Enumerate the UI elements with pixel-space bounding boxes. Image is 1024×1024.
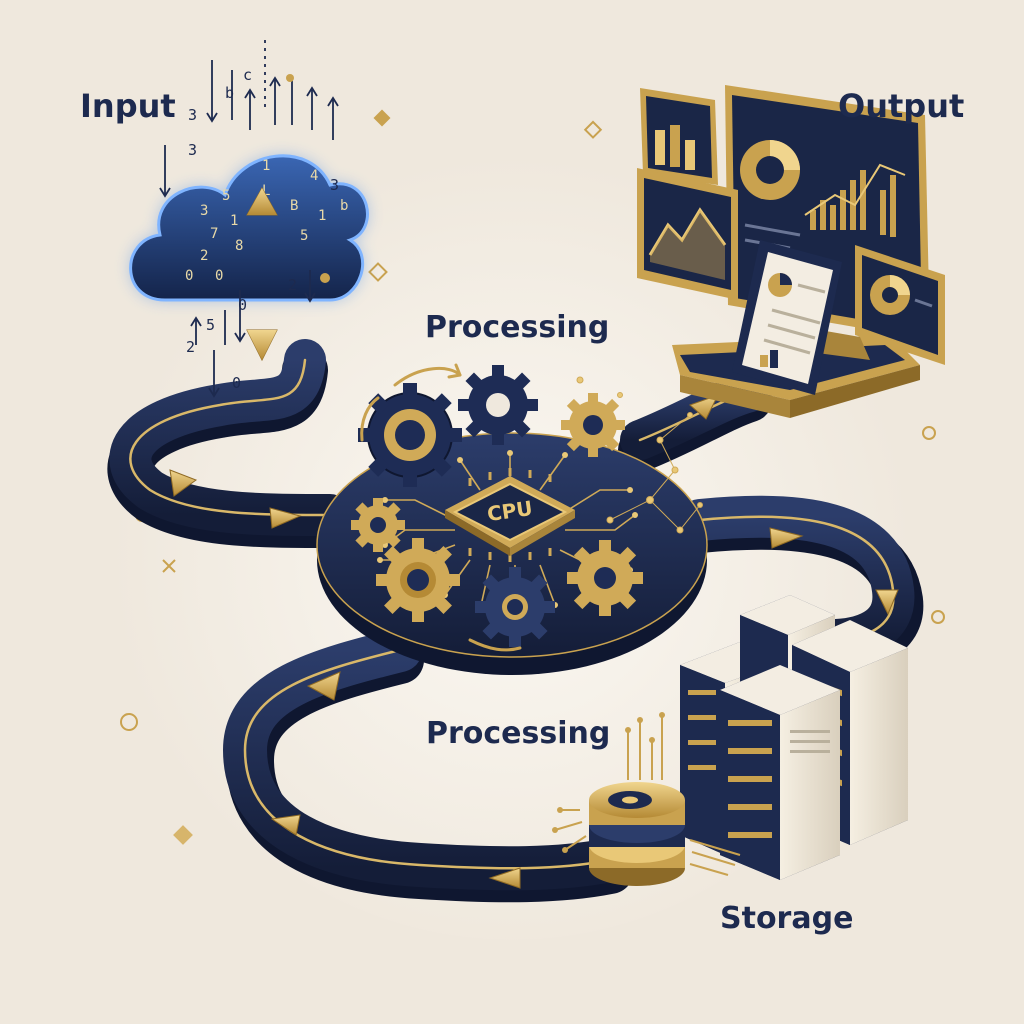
- arrow-icon: [306, 671, 341, 701]
- svg-text:L: L: [262, 183, 270, 199]
- arrow-icon: [488, 867, 521, 889]
- arrow-icon: [769, 527, 804, 549]
- svg-text:B: B: [290, 198, 298, 214]
- gear-icon: [358, 383, 462, 487]
- cloud-icon: [129, 154, 369, 302]
- cloud-digits: 3 5 1 L 4 1 6 B 1 b 2 8 0 5 0 7: [185, 158, 348, 284]
- disk-stack-icon: [589, 782, 685, 886]
- svg-text:1: 1: [230, 213, 238, 229]
- svg-text:b: b: [225, 84, 234, 102]
- svg-text:3: 3: [188, 141, 197, 159]
- cpu-chip-icon: [445, 468, 575, 562]
- tablet-icon: [732, 240, 842, 395]
- chart-panel-icon: [640, 88, 718, 185]
- svg-text:4: 4: [310, 168, 318, 184]
- svg-text:8: 8: [235, 238, 243, 254]
- server-rack-icon: [720, 665, 840, 880]
- gear-icon: [567, 540, 643, 616]
- input-digits-outside: 3 b c 3 2 0 5 2 0 3: [186, 66, 339, 392]
- svg-text:1: 1: [318, 208, 326, 224]
- output-display-group: [637, 85, 945, 418]
- gear-icon: [561, 393, 625, 457]
- svg-text:2: 2: [200, 248, 208, 264]
- svg-text:3: 3: [188, 106, 197, 124]
- input-data-stream: [159, 40, 339, 398]
- svg-text:5: 5: [222, 188, 230, 204]
- svg-text:3: 3: [200, 203, 208, 219]
- processing-label-bottom: Processing: [426, 716, 610, 751]
- svg-text:7: 7: [210, 226, 218, 242]
- svg-text:3: 3: [330, 176, 339, 194]
- svg-text:5: 5: [300, 228, 308, 244]
- arrow-icon: [689, 394, 720, 420]
- arrow-icon: [875, 589, 899, 616]
- arrow-icon: [169, 469, 198, 497]
- arrow-icon: [270, 814, 301, 836]
- svg-text:1: 1: [262, 158, 270, 174]
- line-chart-panel-icon: [637, 168, 738, 300]
- gear-icon: [376, 538, 460, 622]
- svg-text:0: 0: [215, 268, 223, 284]
- flow-arrows: [169, 394, 899, 889]
- storage-label: Storage: [720, 901, 853, 936]
- input-label: Input: [80, 87, 176, 125]
- gear-icon: [351, 498, 405, 552]
- processing-label-top: Processing: [425, 310, 609, 345]
- svg-text:c: c: [243, 66, 252, 84]
- svg-text:0: 0: [238, 296, 247, 314]
- svg-text:2: 2: [186, 338, 195, 356]
- svg-text:0: 0: [232, 374, 241, 392]
- svg-text:2: 2: [288, 276, 297, 294]
- output-label: Output: [838, 87, 964, 125]
- svg-text:5: 5: [206, 316, 215, 334]
- bidirectional-arrow-icon: [246, 186, 278, 362]
- pie-panel-icon: [855, 245, 945, 365]
- storage-circuit-dots: [552, 712, 665, 853]
- svg-text:b: b: [340, 198, 348, 214]
- storage-circuit-lines: [554, 715, 741, 876]
- svg-text:0: 0: [185, 268, 193, 284]
- input-dots: [286, 74, 330, 283]
- gear-icon: [458, 365, 538, 445]
- arrow-icon: [269, 507, 302, 529]
- gear-icon: [475, 567, 555, 647]
- rotation-arrows: [360, 363, 522, 652]
